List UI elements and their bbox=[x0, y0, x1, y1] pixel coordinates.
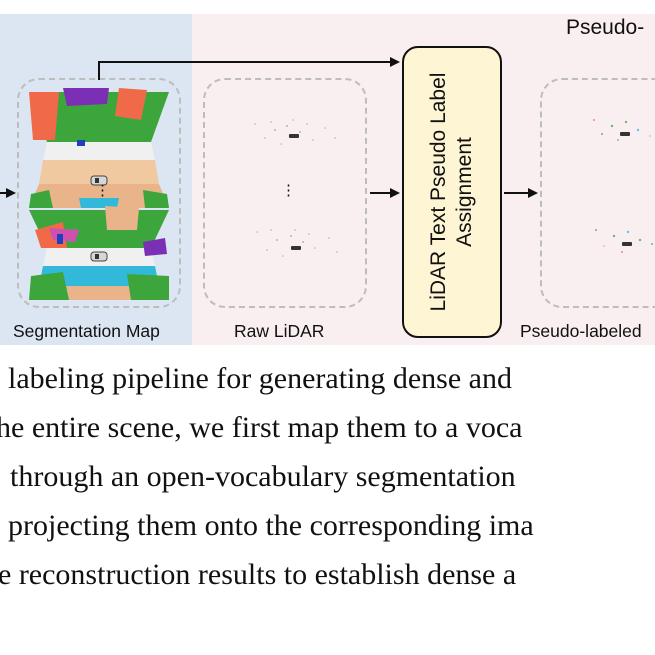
segmentation-view-top bbox=[29, 88, 169, 208]
pipeline-arrows bbox=[0, 57, 538, 198]
raw-lidar-label: Raw LiDAR bbox=[234, 321, 325, 341]
raw-lidar-ellipsis: ⋮ bbox=[281, 182, 296, 199]
caption-line-2: he entire scene, we first map them to a … bbox=[0, 411, 523, 444]
segmentation-ellipsis: ⋮ bbox=[95, 182, 110, 199]
caption-line-5: e reconstruction results to establish de… bbox=[0, 558, 517, 591]
segmentation-map-label: Segmentation Map bbox=[13, 321, 160, 341]
pseudo-labeled-label: Pseudo-labeled bbox=[520, 321, 642, 341]
pipeline-figure: Pseudo- bbox=[0, 14, 655, 345]
caption-line-3: through an open-vocabulary segmentation bbox=[10, 460, 516, 493]
raw-lidar-box: ⋮ bbox=[203, 78, 367, 308]
raw-lidar-pointcloud bbox=[254, 119, 338, 257]
pseudo-label-assignment-box: LiDAR Text Pseudo Label Assignment bbox=[402, 46, 502, 338]
pseudo-label-heading: Pseudo- bbox=[566, 16, 645, 39]
pseudo-labeled-box bbox=[540, 78, 655, 308]
caption-line-4: projecting them onto the corresponding i… bbox=[8, 509, 534, 542]
segmentation-map-box: ⋮ bbox=[17, 78, 181, 308]
segmentation-to-assignment-arrow bbox=[98, 57, 400, 80]
pseudo-labeled-pointcloud bbox=[593, 119, 653, 253]
caption-line-1: labeling pipeline for generating dense a… bbox=[8, 362, 512, 395]
segmentation-view-bottom bbox=[29, 206, 169, 300]
segmentation-map-image bbox=[29, 88, 169, 300]
